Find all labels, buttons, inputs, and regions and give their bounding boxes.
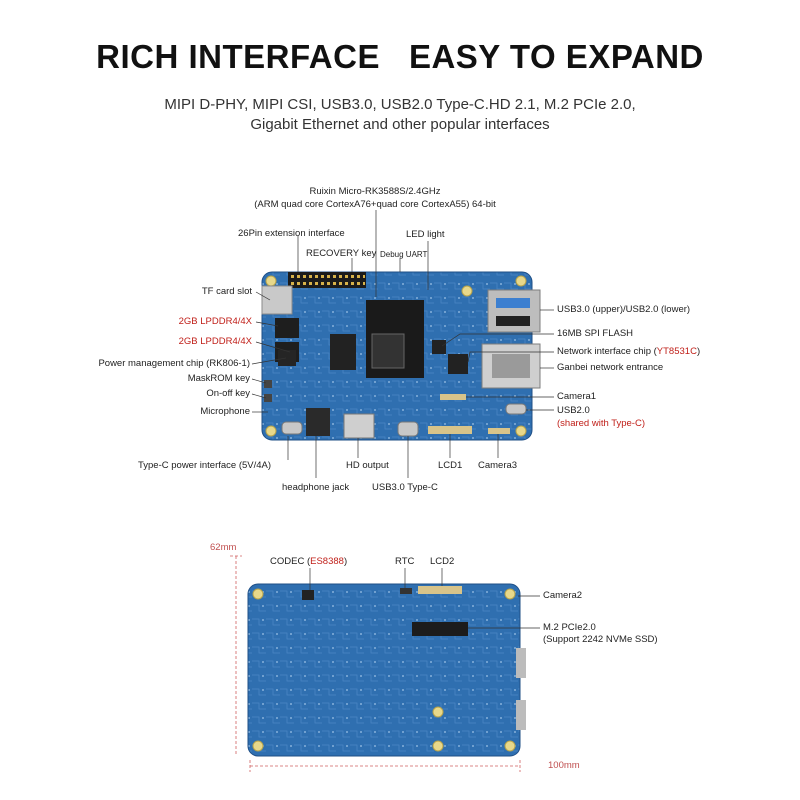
rtc-label: RTC [395,556,415,567]
codec-chip [302,590,314,600]
m2-label-line1: M.2 PCIe2.0 [543,622,596,633]
lcd1-label: LCD1 [438,460,463,471]
lcd2-connector [418,586,462,594]
pmic-label: Power management chip (RK806-1) [98,358,250,369]
subtitle-line-2: Gigabit Ethernet and other popular inter… [250,116,550,133]
network-chip [448,354,468,374]
dimension-lines [230,555,521,772]
typec-power-port [281,421,303,435]
ethernet-port [481,343,541,389]
usb20-port [505,403,527,415]
m2-slot [412,622,468,636]
width-dimension-label: 62mm [210,542,237,553]
maskrom-key [264,394,272,402]
codec-model: ES8388 [310,556,344,567]
ram-chip-1 [275,318,299,338]
top-leader-lines [251,210,554,478]
ram2-label: 2GB LPDDR4/4X [178,336,252,347]
camera1-connector [440,394,466,400]
ram1-label: 2GB LPDDR4/4X [178,316,252,327]
pmic-chip [278,350,296,366]
bottom-leader-lines [309,568,540,629]
top-board [261,271,541,441]
usb30-typec-port [397,421,419,437]
ethernet-label: Ganbei network entrance [557,362,664,373]
usb20-note-label: (shared with Type-C) [557,418,645,429]
on-off-key-label: On-off key [206,388,250,399]
led-label: LED light [406,229,445,240]
network-chip-label: Network interface chip (YT8531C) [557,346,701,357]
ram-chip-center [330,334,356,370]
network-chip-model: YT8531C [656,346,697,357]
camera1-label: Camera1 [557,391,597,402]
tf-card-label: TF card slot [201,286,252,297]
side-port-1 [516,648,526,678]
microphone-label: Microphone [200,406,250,417]
side-port-2 [516,700,526,730]
lcd1-connector [428,426,472,434]
headphone-jack-label: headphone jack [282,482,350,493]
usb-ports-label: USB3.0 (upper)/USB2.0 (lower) [557,304,691,315]
camera3-label: Camera3 [478,460,518,471]
hd-output-port [343,413,375,439]
camera2-label: Camera2 [543,590,583,601]
pin-header-26 [288,272,366,288]
rtc-connector [400,588,412,594]
spi-flash-chip [432,340,446,354]
codec-label: CODEC (ES8388) [270,556,348,567]
maskrom-key-label: MaskROM key [187,373,250,384]
length-dimension-label: 100mm [548,760,580,771]
usb20-label: USB2.0 [557,405,590,416]
soc-label-line1: Ruixin Micro-RK3588S/2.4GHz [309,186,441,197]
on-off-key [264,380,272,388]
page-title: RICH INTERFACE EASY TO EXPAND [96,38,704,75]
headphone-jack [306,408,330,436]
typec-power-label: Type-C power interface (5V/4A) [138,460,272,471]
recovery-key-label: RECOVERY key [306,248,377,259]
bottom-board [247,583,526,757]
soc-label-line2: (ARM quad core CortexA76+quad core Corte… [254,199,496,210]
hd-output-label: HD output [346,460,389,471]
usb30-typec-label: USB3.0 Type-C [372,482,438,493]
camera3-connector [488,428,510,434]
spi-flash-label: 16MB SPI FLASH [557,328,634,339]
lcd2-label: LCD2 [430,556,455,567]
pin-header-label: 26Pin extension interface [238,228,345,239]
tf-card-slot [261,285,293,315]
m2-label-line2: (Support 2242 NVMe SSD) [543,634,658,645]
subtitle-line-1: MIPI D-PHY, MIPI CSI, USB3.0, USB2.0 Typ… [164,96,636,113]
debug-uart-label: Debug UART [380,250,428,259]
